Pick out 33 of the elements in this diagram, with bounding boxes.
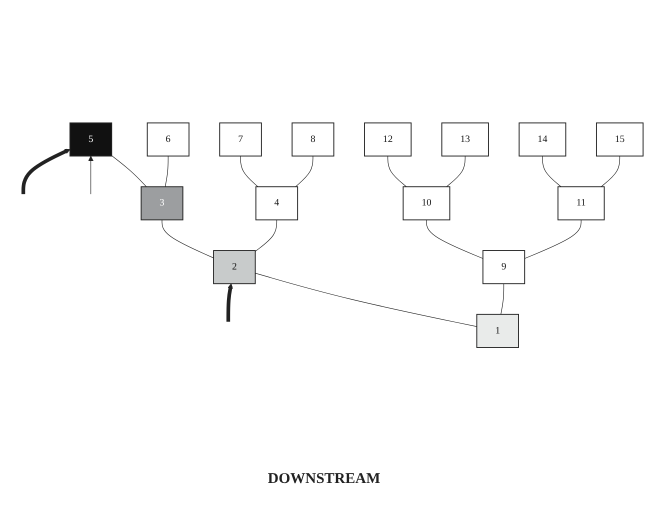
- node-box: 5: [70, 122, 112, 156]
- connector: [446, 156, 466, 187]
- node-box: 10: [402, 186, 450, 220]
- arrow: [21, 148, 70, 194]
- node-box: 2: [213, 250, 256, 284]
- node-box: 12: [364, 122, 412, 156]
- connector: [240, 156, 258, 187]
- node-box: 14: [518, 122, 566, 156]
- connector: [254, 219, 278, 252]
- node-box: 9: [482, 250, 526, 284]
- node-box: 11: [558, 186, 605, 220]
- connector: [162, 219, 214, 258]
- connector: [295, 156, 314, 187]
- connector: [542, 156, 562, 187]
- node-box: 1: [476, 314, 519, 348]
- node-box: 6: [146, 122, 190, 156]
- arrow: [88, 156, 94, 194]
- connector: [111, 155, 147, 187]
- arrow: [226, 283, 233, 322]
- node-box: 4: [255, 186, 298, 220]
- connector: [388, 156, 407, 187]
- node-box: 7: [219, 122, 262, 156]
- connector: [164, 156, 168, 187]
- node-box: 8: [292, 122, 334, 156]
- connector: [500, 283, 504, 314]
- node-box: 15: [596, 122, 644, 156]
- connector: [426, 219, 484, 259]
- connector: [524, 219, 582, 259]
- node-box: 13: [441, 122, 489, 156]
- connector: [254, 272, 478, 327]
- connector: [600, 156, 620, 187]
- caption-text: DOWNSTREAM: [268, 471, 380, 488]
- node-box: 3: [140, 186, 184, 220]
